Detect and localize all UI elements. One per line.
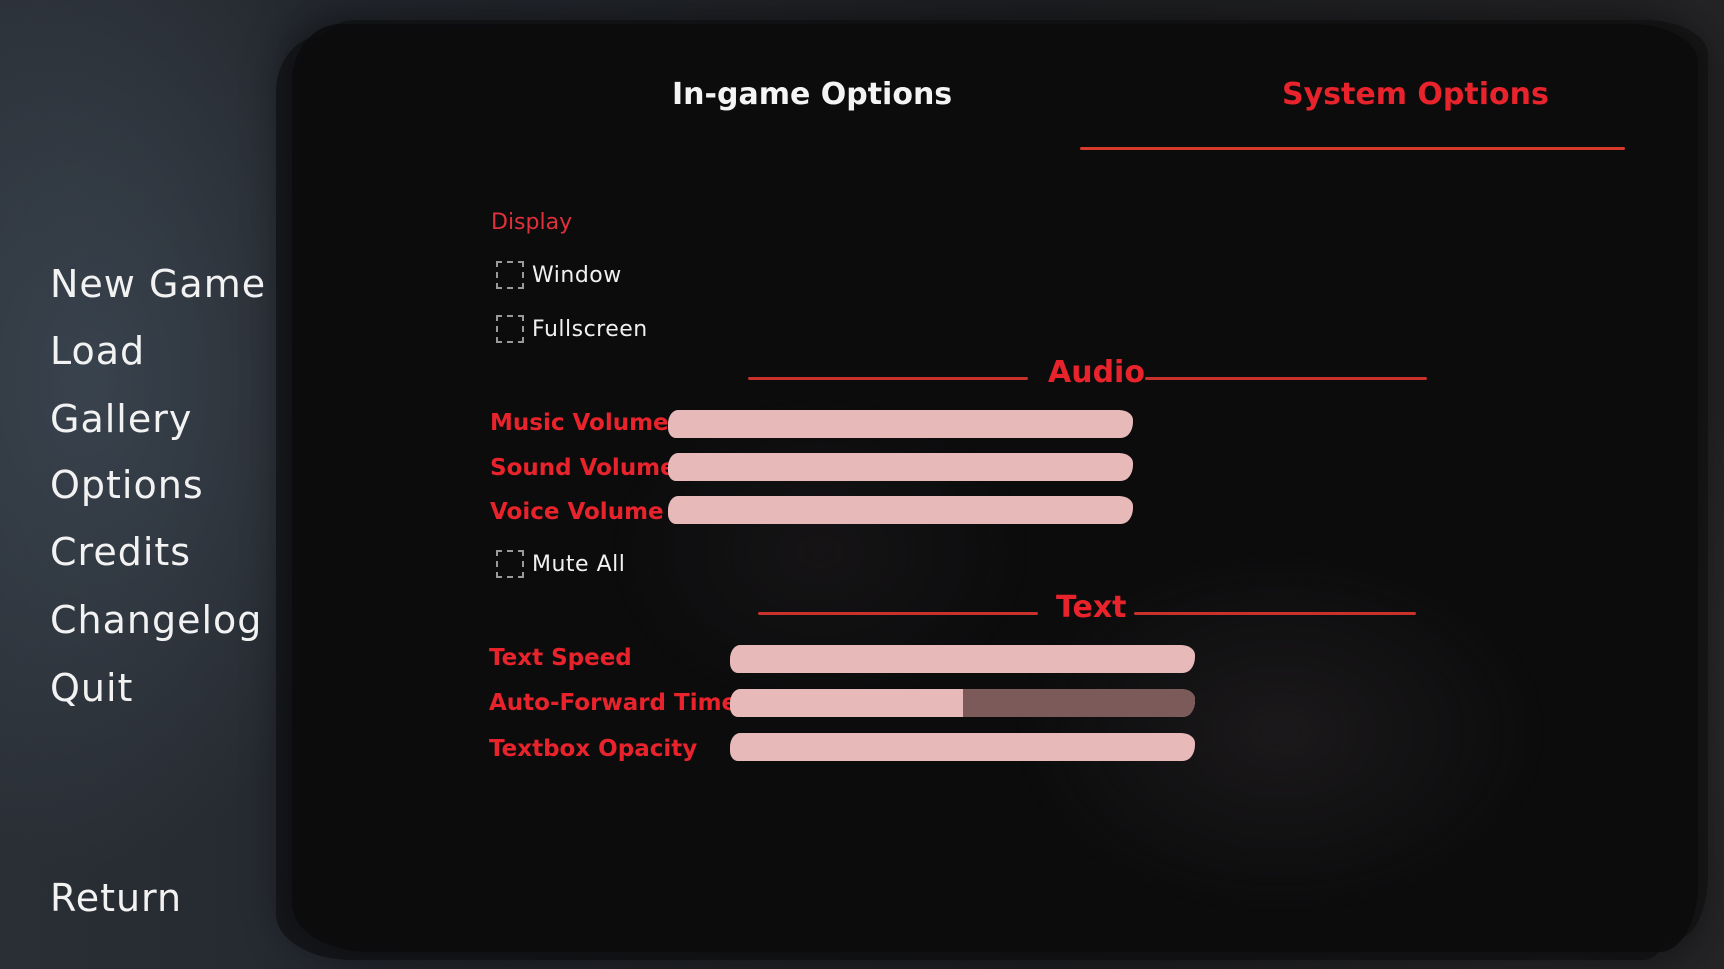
window-checkbox-box: [496, 261, 524, 289]
nav-credits[interactable]: Credits: [50, 524, 191, 580]
nav-credits-label: Credits: [50, 530, 192, 574]
text-heading: Text: [1056, 590, 1127, 625]
auto-forward-time-label: Auto-Forward Time: [489, 690, 738, 716]
music-volume-label: Music Volume: [490, 410, 669, 436]
nav-quit[interactable]: Quit: [50, 660, 133, 716]
fullscreen-checkbox-label: Fullscreen: [532, 316, 648, 342]
mute-all-checkbox[interactable]: Mute All: [496, 547, 625, 581]
window-checkbox-label: Window: [532, 262, 622, 288]
auto-forward-time-slider[interactable]: [730, 689, 1195, 717]
text-speed-slider[interactable]: [730, 645, 1195, 673]
nav-options[interactable]: Options: [16, 457, 298, 515]
nav-new-game[interactable]: New Game: [50, 256, 266, 312]
nav-changelog-label: Changelog: [50, 598, 263, 642]
nav-gallery[interactable]: Gallery: [50, 391, 192, 447]
mute-all-checkbox-box: [496, 550, 524, 578]
tab-ingame-options[interactable]: In-game Options: [672, 77, 953, 112]
tab-system-options[interactable]: System Options: [1282, 77, 1549, 112]
nav-load-label: Load: [50, 329, 146, 373]
auto-forward-time-slider-empty: [962, 689, 1195, 717]
sound-volume-label: Sound Volume: [490, 455, 676, 481]
audio-heading: Audio: [1048, 355, 1145, 390]
selected-tab-underline: [1080, 147, 1625, 150]
nav-new-game-label: New Game: [50, 262, 267, 306]
nav-load[interactable]: Load: [50, 323, 145, 379]
sound-volume-slider[interactable]: [668, 453, 1133, 481]
fullscreen-checkbox[interactable]: Fullscreen: [496, 312, 648, 346]
fullscreen-checkbox-box: [496, 315, 524, 343]
text-speed-label: Text Speed: [489, 645, 632, 671]
options-panel: [300, 32, 1690, 944]
display-section-label: Display: [491, 210, 573, 235]
text-rule-left: [758, 612, 1038, 615]
audio-rule-right: [1145, 377, 1427, 380]
music-volume-slider[interactable]: [668, 410, 1133, 438]
text-rule-right: [1134, 612, 1416, 615]
nav-changelog[interactable]: Changelog: [50, 592, 262, 648]
window-checkbox[interactable]: Window: [496, 258, 622, 292]
audio-rule-left: [748, 377, 1028, 380]
textbox-opacity-slider[interactable]: [730, 733, 1195, 761]
nav-gallery-label: Gallery: [50, 397, 193, 441]
mute-all-checkbox-label: Mute All: [532, 551, 626, 577]
voice-volume-label: Voice Volume: [490, 499, 664, 525]
nav-return-label: Return: [50, 876, 183, 920]
nav-quit-label: Quit: [50, 666, 134, 710]
nav-options-label: Options: [50, 463, 204, 507]
voice-volume-slider[interactable]: [668, 496, 1133, 524]
textbox-opacity-label: Textbox Opacity: [489, 736, 698, 762]
nav-return[interactable]: Return: [50, 870, 182, 926]
